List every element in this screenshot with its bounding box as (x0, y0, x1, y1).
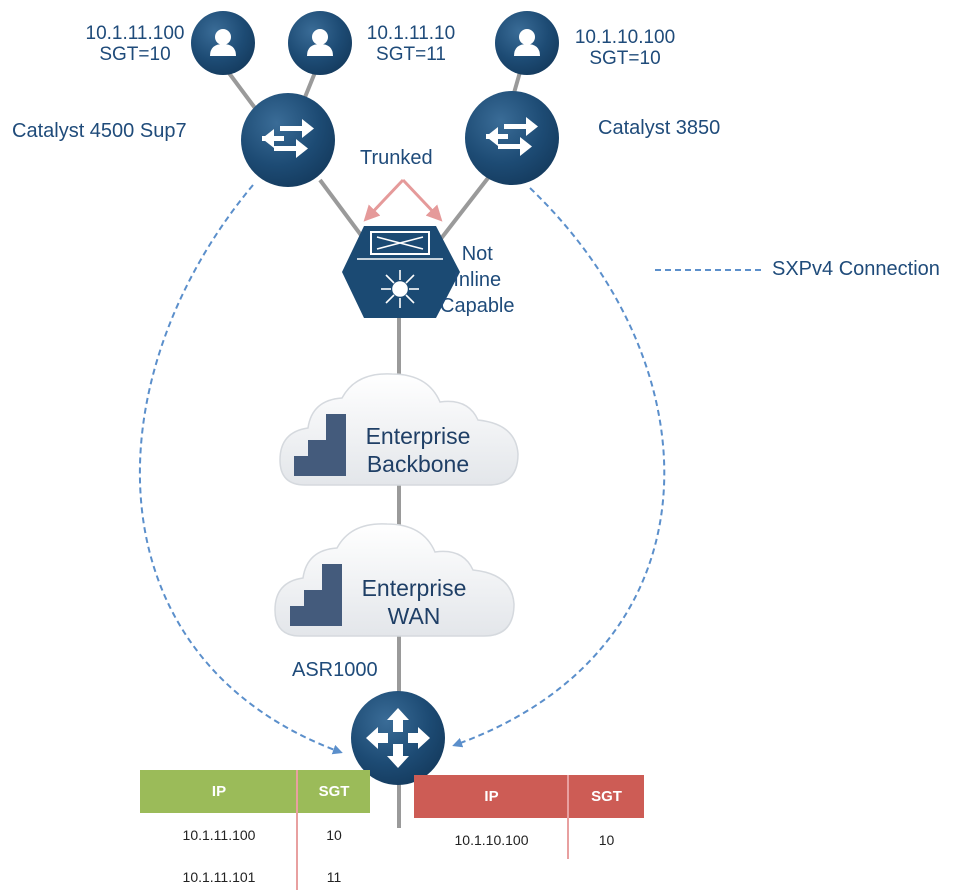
router-label: ASR1000 (292, 659, 378, 681)
building-icon (290, 564, 342, 626)
table-cell: 10 (326, 827, 342, 843)
table-cell: 10.1.11.100 (182, 827, 256, 843)
label-line: Enterprise (365, 423, 471, 449)
cloud-backbone-label: Enterprise Backbone (348, 423, 488, 478)
cloud-wan-label: Enterprise WAN (344, 575, 484, 630)
table-header-ip: IP (414, 775, 569, 818)
host-sgt: SGT=10 (589, 47, 661, 69)
building-icon (294, 414, 346, 476)
table-cell: 10.1.10.100 (454, 832, 529, 848)
table-divider (296, 770, 298, 890)
host-node-1 (191, 11, 255, 75)
table-divider (567, 775, 569, 859)
label-line: Capable (440, 295, 515, 317)
trunk-label: Trunked (360, 147, 433, 169)
legend-label: SXPv4 Connection (772, 258, 940, 280)
cloud-enterprise-backbone (279, 373, 519, 486)
host-node-2 (288, 11, 352, 75)
host-ip: 10.1.10.100 (574, 27, 676, 48)
sgt-table-right: IP SGT 10.1.10.100 10 (414, 775, 644, 860)
label-line: Backbone (366, 450, 470, 477)
host-sgt: SGT=10 (99, 43, 171, 65)
table-cell: 10 (598, 832, 615, 848)
table-header-sgt: SGT (569, 775, 644, 818)
host-label-3: 10.1.10.100 SGT=10 (565, 27, 685, 69)
switch-catalyst-4500 (241, 93, 335, 187)
label-line: Inline (453, 269, 502, 291)
sgt-table-left: IP SGT 10.1.11.100 10 10.1.11.101 11 (140, 770, 370, 890)
not-inline-capable-label: Not Inline Capable (440, 241, 515, 319)
panel-icon (370, 231, 430, 255)
table-cell: 11 (326, 869, 342, 885)
table-header-ip: IP (140, 770, 298, 813)
router-icon (366, 708, 430, 768)
trunk-arrows (363, 178, 443, 222)
host-ip: 10.1.11.10 (366, 23, 456, 44)
host-ip: 10.1.11.100 (85, 23, 185, 44)
switch-right-label: Catalyst 3850 (598, 117, 721, 139)
host-sgt: SGT=11 (376, 43, 446, 65)
not-inline-capable-device (342, 226, 460, 318)
table-cell: 10.1.11.101 (182, 869, 256, 885)
router-asr1000 (351, 691, 445, 785)
switch-catalyst-3850 (465, 91, 559, 185)
hub-icon (381, 270, 419, 308)
label-line: Not (461, 243, 493, 265)
host-node-3 (495, 11, 559, 75)
sxp-connections (138, 184, 666, 755)
label-line: WAN (387, 602, 441, 629)
host-label-1: 10.1.11.100 SGT=10 (80, 23, 190, 65)
table-header-sgt: SGT (298, 770, 370, 813)
label-line: Enterprise (361, 575, 467, 601)
switch-left-label: Catalyst 4500 Sup7 (12, 120, 187, 142)
cloud-enterprise-wan (274, 523, 515, 637)
host-label-2: 10.1.11.10 SGT=11 (356, 23, 466, 65)
